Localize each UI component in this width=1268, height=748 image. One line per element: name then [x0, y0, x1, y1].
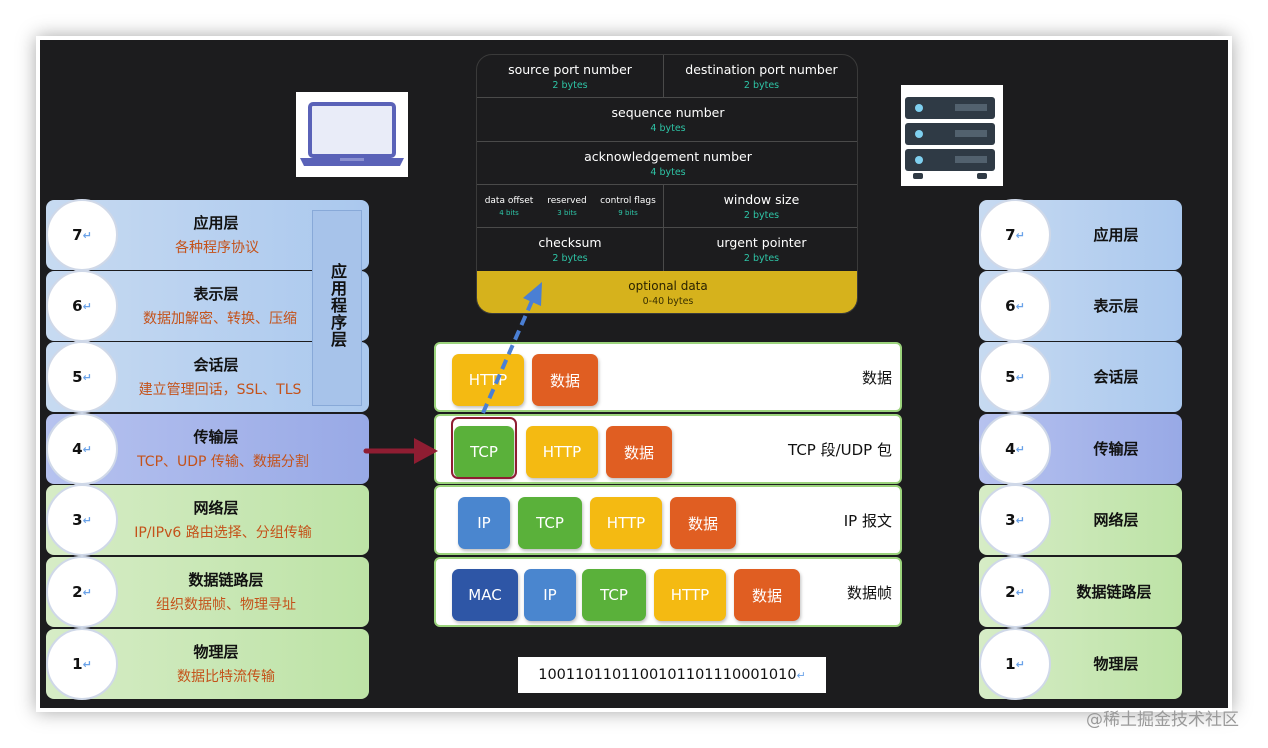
- http-block: HTTP: [654, 569, 726, 621]
- encapsulation-row-link: MAC IP TCP HTTP 数据 数据帧: [434, 557, 902, 627]
- layer-number-circle: 6↵: [46, 270, 118, 342]
- diagram-canvas: 7↵ 应用层 各种程序协议 6↵ 表示层 数据加解密、转换、压缩 5↵ 会话层 …: [40, 40, 1228, 708]
- layer-number-circle: 6↵: [979, 270, 1051, 342]
- data-block: 数据: [606, 426, 672, 478]
- right-layer-2: 2↵ 数据链路层: [979, 556, 1182, 628]
- left-layer-1: 1↵ 物理层 数据比特流传输: [46, 628, 369, 700]
- acknowledgement-number-field: acknowledgement number 4 bytes: [477, 142, 857, 185]
- layer-desc: 数据加解密、转换、压缩: [143, 311, 297, 327]
- layer-desc: 建立管理回话，SSL、TLS: [138, 382, 302, 398]
- layer-number-circle: 2↵: [979, 556, 1051, 628]
- layer-name: 会话层: [193, 356, 239, 374]
- layer-name: 会话层: [1093, 368, 1139, 386]
- tcp-block: TCP: [454, 426, 514, 478]
- layer-number-circle: 7↵: [46, 199, 118, 271]
- layer-number-circle: 5↵: [46, 341, 118, 413]
- tcp-highlight-outline: [451, 417, 517, 479]
- layer-number-circle: 1↵: [979, 628, 1051, 700]
- checksum-field: checksum 2 bytes: [477, 228, 664, 271]
- encapsulation-label: 数据帧: [846, 583, 892, 602]
- layer-name: 网络层: [1093, 511, 1139, 529]
- encapsulation-row-network: IP TCP HTTP 数据 IP 报文: [434, 485, 902, 555]
- layer-name: 数据链路层: [188, 571, 264, 589]
- data-block: 数据: [532, 354, 598, 406]
- reserved-field: reserved 3 bits: [541, 185, 593, 228]
- server-icon: [901, 85, 1003, 186]
- layer-desc: 各种程序协议: [175, 240, 259, 256]
- data-offset-field: data offset 4 bits: [477, 185, 541, 228]
- right-layer-6: 6↵ 表示层: [979, 270, 1182, 342]
- encapsulation-row-app: HTTP 数据 数据: [434, 342, 902, 412]
- http-block: HTTP: [526, 426, 598, 478]
- data-block: 数据: [734, 569, 800, 621]
- layer-number-circle: 2↵: [46, 556, 118, 628]
- layer-number-circle: 1↵: [46, 628, 118, 700]
- bitstream-box: 1001101101100101101110001010↵: [518, 657, 826, 693]
- layer-name: 物理层: [1093, 655, 1139, 673]
- layer-desc: 组织数据帧、物理寻址: [156, 597, 296, 613]
- right-layer-7: 7↵ 应用层: [979, 199, 1182, 271]
- layer-name: 物理层: [193, 643, 239, 661]
- tcp-header-diagram: source port number 2 bytes destination p…: [476, 54, 858, 314]
- right-layer-5: 5↵ 会话层: [979, 341, 1182, 413]
- layer-number-circle: 3↵: [46, 484, 118, 556]
- layer-number-circle: 7↵: [979, 199, 1051, 271]
- layer-name: 数据链路层: [1076, 583, 1152, 601]
- layer-desc: IP/IPv6 路由选择、分组传输: [134, 525, 312, 541]
- layer-desc: 数据比特流传输: [177, 669, 275, 685]
- layer-name: 表示层: [1093, 297, 1139, 315]
- encapsulation-label: 数据: [861, 368, 892, 387]
- right-layer-4: 4↵ 传输层: [979, 413, 1182, 485]
- watermark: @稀土掘金技术社区: [1086, 710, 1239, 730]
- ip-block: IP: [524, 569, 576, 621]
- encapsulation-row-transport: TCP HTTP 数据 TCP 段/UDP 包: [434, 414, 902, 484]
- mac-block: MAC: [452, 569, 518, 621]
- encapsulation-label: TCP 段/UDP 包: [788, 440, 892, 459]
- left-layer-7: 7↵ 应用层 各种程序协议: [46, 199, 369, 271]
- tcp-block: TCP: [582, 569, 646, 621]
- right-layer-1: 1↵ 物理层: [979, 628, 1182, 700]
- left-layer-2: 2↵ 数据链路层 组织数据帧、物理寻址: [46, 556, 369, 628]
- window-size-field: window size 2 bytes: [664, 185, 857, 228]
- ip-block: IP: [458, 497, 510, 549]
- left-layer-4: 4↵ 传输层 TCP、UDP 传输、数据分割: [46, 413, 369, 485]
- tcp-block: TCP: [518, 497, 582, 549]
- urgent-pointer-field: urgent pointer 2 bytes: [716, 235, 807, 264]
- source-port-field: source port number 2 bytes: [477, 55, 664, 98]
- layer-name: 表示层: [193, 285, 239, 303]
- layer-number-circle: 4↵: [46, 413, 118, 485]
- data-block: 数据: [670, 497, 736, 549]
- layer-desc: TCP、UDP 传输、数据分割: [137, 454, 309, 470]
- left-layer-3: 3↵ 网络层 IP/IPv6 路由选择、分组传输: [46, 484, 369, 556]
- layer-name: 传输层: [193, 428, 239, 446]
- layer-number-circle: 4↵: [979, 413, 1051, 485]
- http-block: HTTP: [590, 497, 662, 549]
- sequence-number-field: sequence number 4 bytes: [477, 98, 857, 142]
- laptop-icon: [296, 92, 408, 177]
- layer-name: 传输层: [1093, 440, 1139, 458]
- optional-data-field: optional data 0-40 bytes: [477, 271, 857, 313]
- layer-name: 应用层: [1093, 226, 1139, 244]
- destination-port-field: destination port number 2 bytes: [664, 55, 857, 98]
- encapsulation-label: IP 报文: [843, 511, 892, 530]
- layer-name: 网络层: [193, 499, 239, 517]
- control-flags-field: control flags 9 bits: [593, 185, 664, 228]
- right-layer-3: 3↵ 网络层: [979, 484, 1182, 556]
- layer-name: 应用层: [193, 214, 239, 232]
- layer-number-circle: 3↵: [979, 484, 1051, 556]
- http-block: HTTP: [452, 354, 524, 406]
- layer-number-circle: 5↵: [979, 341, 1051, 413]
- application-program-layer-label: 应用程序层: [312, 210, 362, 406]
